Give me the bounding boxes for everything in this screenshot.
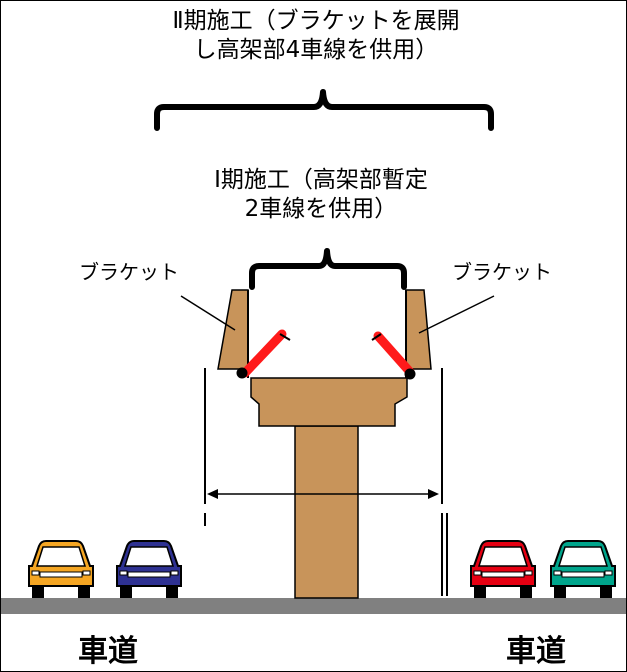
phase-i-line-1: Ⅰ期施工（高架部暫定	[214, 167, 428, 193]
car-grille	[561, 571, 605, 578]
car-wheel-left	[554, 586, 566, 598]
right-bracket-label: ブラケット	[452, 260, 552, 284]
left-leader-line	[180, 295, 236, 331]
car-headlight-left	[31, 570, 40, 576]
right-roadway-label: 車道	[506, 634, 566, 669]
phase-ii-line-2: し高架部4車線を供用）	[193, 36, 439, 63]
phase-i-label: Ⅰ期施工（高架部暫定 2車線を供用）	[141, 166, 501, 224]
left-strut-tick	[279, 333, 291, 341]
car-wheel-right	[166, 586, 178, 598]
left-bracket-label: ブラケット	[79, 260, 179, 284]
car-grille	[127, 571, 171, 578]
right-red-strut	[373, 331, 415, 377]
car-windshield	[35, 546, 87, 567]
car-headlight-right	[524, 570, 533, 576]
car-wheel-right	[600, 586, 612, 598]
phase-i-brace	[249, 248, 407, 290]
phase-ii-brace	[154, 89, 494, 131]
car-headlight-right	[604, 570, 613, 576]
car-wheel-left	[474, 586, 486, 598]
car-icon	[550, 540, 616, 598]
car-icon	[470, 540, 536, 598]
car-headlight-left	[119, 570, 128, 576]
car-windshield	[557, 546, 609, 567]
car-windshield	[123, 546, 175, 567]
car-headlight-right	[170, 570, 179, 576]
car-wheel-left	[32, 586, 44, 598]
width-arrow-right-head	[428, 489, 439, 499]
left-strut-pin	[236, 367, 248, 379]
car-wheel-right	[78, 586, 90, 598]
car-headlight-left	[553, 570, 562, 576]
right-strut-pin	[404, 368, 416, 380]
car-headlight-left	[473, 570, 482, 576]
pier-cap	[250, 377, 408, 427]
left-red-strut	[240, 329, 287, 378]
road-surface	[1, 598, 626, 614]
left-roadway-label: 車道	[78, 634, 138, 669]
car-wheel-right	[520, 586, 532, 598]
car-icon	[116, 540, 182, 598]
phase-ii-line-1: Ⅱ期施工（ブラケットを展開	[172, 8, 460, 34]
car-windshield	[477, 546, 529, 567]
car-icon	[28, 540, 94, 598]
phase-i-line-2: 2車線を供用）	[244, 195, 398, 222]
pier-column	[294, 425, 359, 599]
width-arrow-left-head	[207, 489, 218, 499]
car-grille	[481, 571, 525, 578]
right-strut-tick	[371, 333, 382, 341]
car-headlight-right	[82, 570, 91, 576]
car-grille	[39, 571, 83, 578]
car-wheel-left	[120, 586, 132, 598]
right-leader-line	[418, 295, 495, 334]
phase-ii-label: Ⅱ期施工（ブラケットを展開 し高架部4車線を供用）	[81, 7, 551, 65]
